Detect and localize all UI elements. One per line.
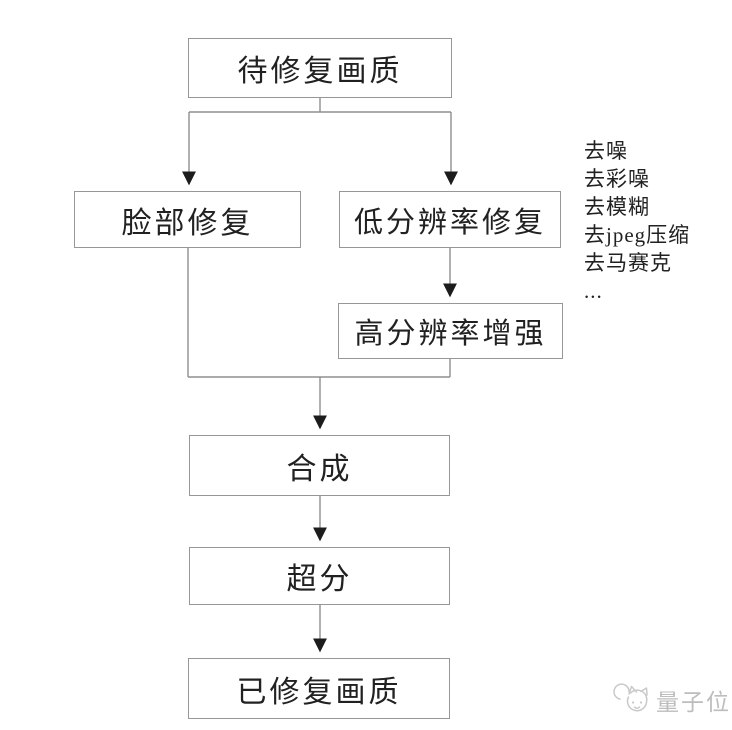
degradation-list: 去噪 去彩噪 去模糊 去jpeg压缩 去马赛克 ... (584, 137, 690, 305)
node-super-resolution: 超分 (189, 547, 450, 605)
watermark: 量子位 (611, 681, 731, 719)
degradation-item: 去马赛克 (584, 251, 672, 275)
degradation-item: 去jpeg压缩 (584, 223, 691, 247)
node-high-resolution-enhance: 高分辨率增强 (338, 303, 563, 359)
edge-source-split (189, 98, 451, 113)
node-compose: 合成 (189, 435, 450, 496)
degradation-item: 去彩噪 (584, 167, 650, 191)
edge-merge-bus (187, 248, 451, 378)
degradation-item-ellipsis: ... (584, 279, 603, 303)
degradation-item: 去模糊 (584, 195, 650, 219)
node-low-resolution-repair: 低分辨率修复 (339, 191, 561, 248)
watermark-brand-text: 量子位 (656, 690, 731, 715)
node-source-quality: 待修复画质 (188, 38, 452, 98)
degradation-item: 去噪 (584, 139, 628, 163)
qbitai-cat-icon (613, 683, 648, 712)
node-restored-quality: 已修复画质 (188, 658, 450, 719)
node-face-repair: 脸部修复 (74, 191, 301, 248)
